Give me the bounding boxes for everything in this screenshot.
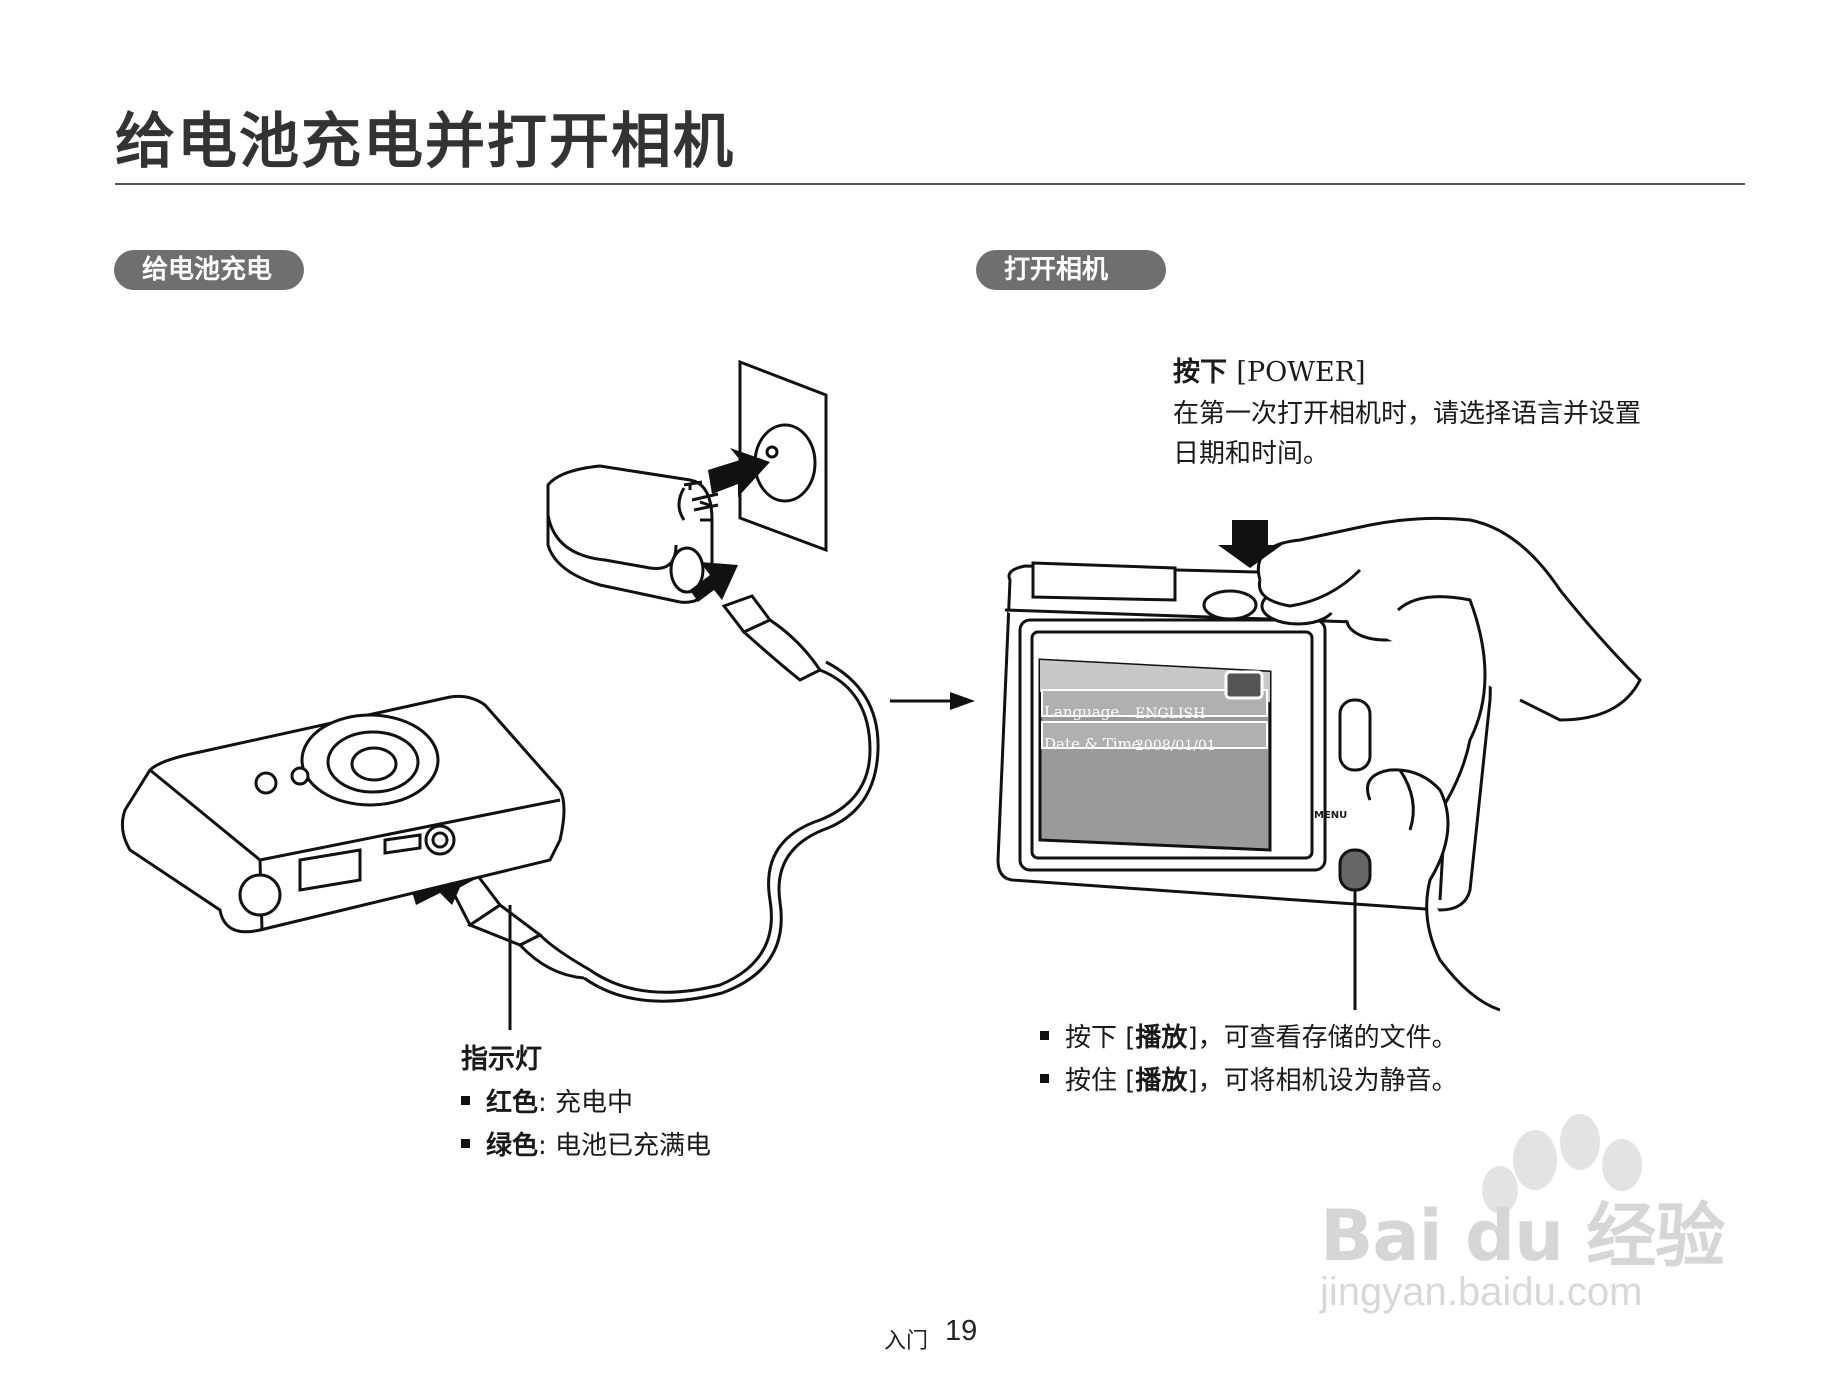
indicator-list: 红色: 充电中 绿色: 电池已充满电: [461, 1082, 711, 1168]
indicator-text: 充电中: [555, 1088, 634, 1118]
screen-datetime-label: Date & Time: [1044, 735, 1141, 753]
hands: [1257, 516, 1642, 1012]
section-label-charge: 给电池充电: [114, 250, 304, 290]
screen-datetime-value: 2008/01/01: [1135, 738, 1216, 754]
bullet-icon: [461, 1139, 470, 1148]
power-prefix: 按下: [1173, 357, 1227, 388]
usb-cable: [449, 594, 880, 1003]
wall-socket: [738, 359, 828, 553]
indicator-color: 绿色: [486, 1131, 539, 1161]
camera-rear-body: [120, 694, 566, 934]
playback-suffix: ]，可将相机设为静音。: [1187, 1066, 1458, 1096]
playback-item: 按下 [播放]，可查看存储的文件。: [1040, 1017, 1458, 1060]
indicator-title: 指示灯: [461, 1044, 542, 1075]
press-arrow: [1218, 520, 1282, 568]
playback-item: 按住 [播放]，可将相机设为静音。: [1040, 1060, 1458, 1103]
indicator-sep: :: [538, 1131, 547, 1161]
indicator-sep: :: [538, 1088, 547, 1118]
playback-key: 播放: [1135, 1066, 1188, 1096]
arrow-into-adapter: [690, 562, 738, 602]
bullet-icon: [1040, 1031, 1049, 1040]
indicator-item: 红色: 充电中: [461, 1082, 711, 1125]
footer-section: 入门: [884, 1329, 929, 1354]
playback-prefix: 按下 [: [1065, 1023, 1136, 1053]
power-description: 在第一次打开相机时，请选择语言并设置日期和时间。: [1173, 399, 1642, 469]
menu-button-label: MENU: [1314, 810, 1348, 821]
page-title: 给电池充电并打开相机: [115, 107, 735, 177]
playback-list: 按下 [播放]，可查看存储的文件。 按住 [播放]，可将相机设为静音。: [1040, 1017, 1458, 1103]
playback-key: 播放: [1135, 1023, 1188, 1053]
camera-front-body: [996, 561, 1492, 912]
indicator-text: 电池已充满电: [555, 1131, 712, 1161]
power-key: [POWER]: [1236, 357, 1366, 388]
playback-prefix: 按住 [: [1065, 1066, 1136, 1096]
screen-language-label: Language: [1044, 703, 1120, 721]
watermark-url: jingyan.baidu.com: [1320, 1270, 1643, 1314]
watermark-paw: [1482, 1114, 1642, 1214]
screen-language-value: ENGLISH: [1135, 706, 1206, 722]
page-number: 19: [945, 1315, 978, 1347]
watermark-brand: Bai du 经验: [1320, 1195, 1725, 1277]
playback-suffix: ]，可查看存储的文件。: [1187, 1023, 1458, 1053]
indicator-item: 绿色: 电池已充满电: [461, 1125, 711, 1168]
section-label-power-on: 打开相机: [976, 250, 1166, 290]
power-heading: 按下 [POWER]: [1173, 350, 1366, 389]
arrow-into-socket: [708, 448, 770, 497]
bullet-icon: [461, 1096, 470, 1105]
indicator-color: 红色: [486, 1088, 539, 1118]
title-divider: [115, 183, 1745, 185]
bullet-icon: [1040, 1074, 1049, 1083]
charger-adapter: [546, 464, 719, 604]
